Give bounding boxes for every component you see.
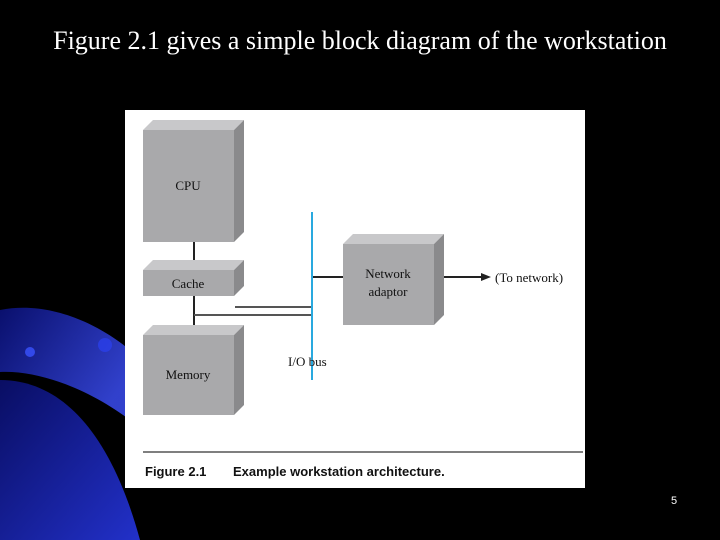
figure-panel: CPU Cache Memory Network adaptor (To net… (125, 110, 585, 488)
memory-block: Memory (143, 325, 244, 415)
swoosh-band-lower (0, 380, 140, 540)
cache-block: Cache (143, 260, 244, 296)
network-adaptor-label-line1: Network (365, 266, 411, 281)
workstation-block-diagram: CPU Cache Memory Network adaptor (To net… (143, 120, 583, 479)
network-arrowhead (481, 273, 491, 281)
slide-title: Figure 2.1 gives a simple block diagram … (53, 26, 667, 55)
swoosh-band-upper (0, 307, 130, 420)
swoosh-dot (25, 347, 35, 357)
network-adaptor-block: Network adaptor (343, 234, 444, 325)
io-bus-label: I/O bus (288, 354, 327, 369)
swoosh-dot (98, 338, 112, 352)
slide-number: 5 (670, 495, 678, 507)
cache-label: Cache (172, 276, 205, 291)
cpu-label: CPU (175, 178, 201, 193)
memory-label: Memory (166, 367, 211, 382)
caption-figure-number: Figure 2.1 (145, 464, 206, 479)
cpu-block: CPU (143, 120, 244, 242)
to-network-label: (To network) (495, 270, 563, 285)
caption-text: Example workstation architecture. (233, 464, 445, 479)
network-adaptor-label-line2: adaptor (369, 284, 409, 299)
